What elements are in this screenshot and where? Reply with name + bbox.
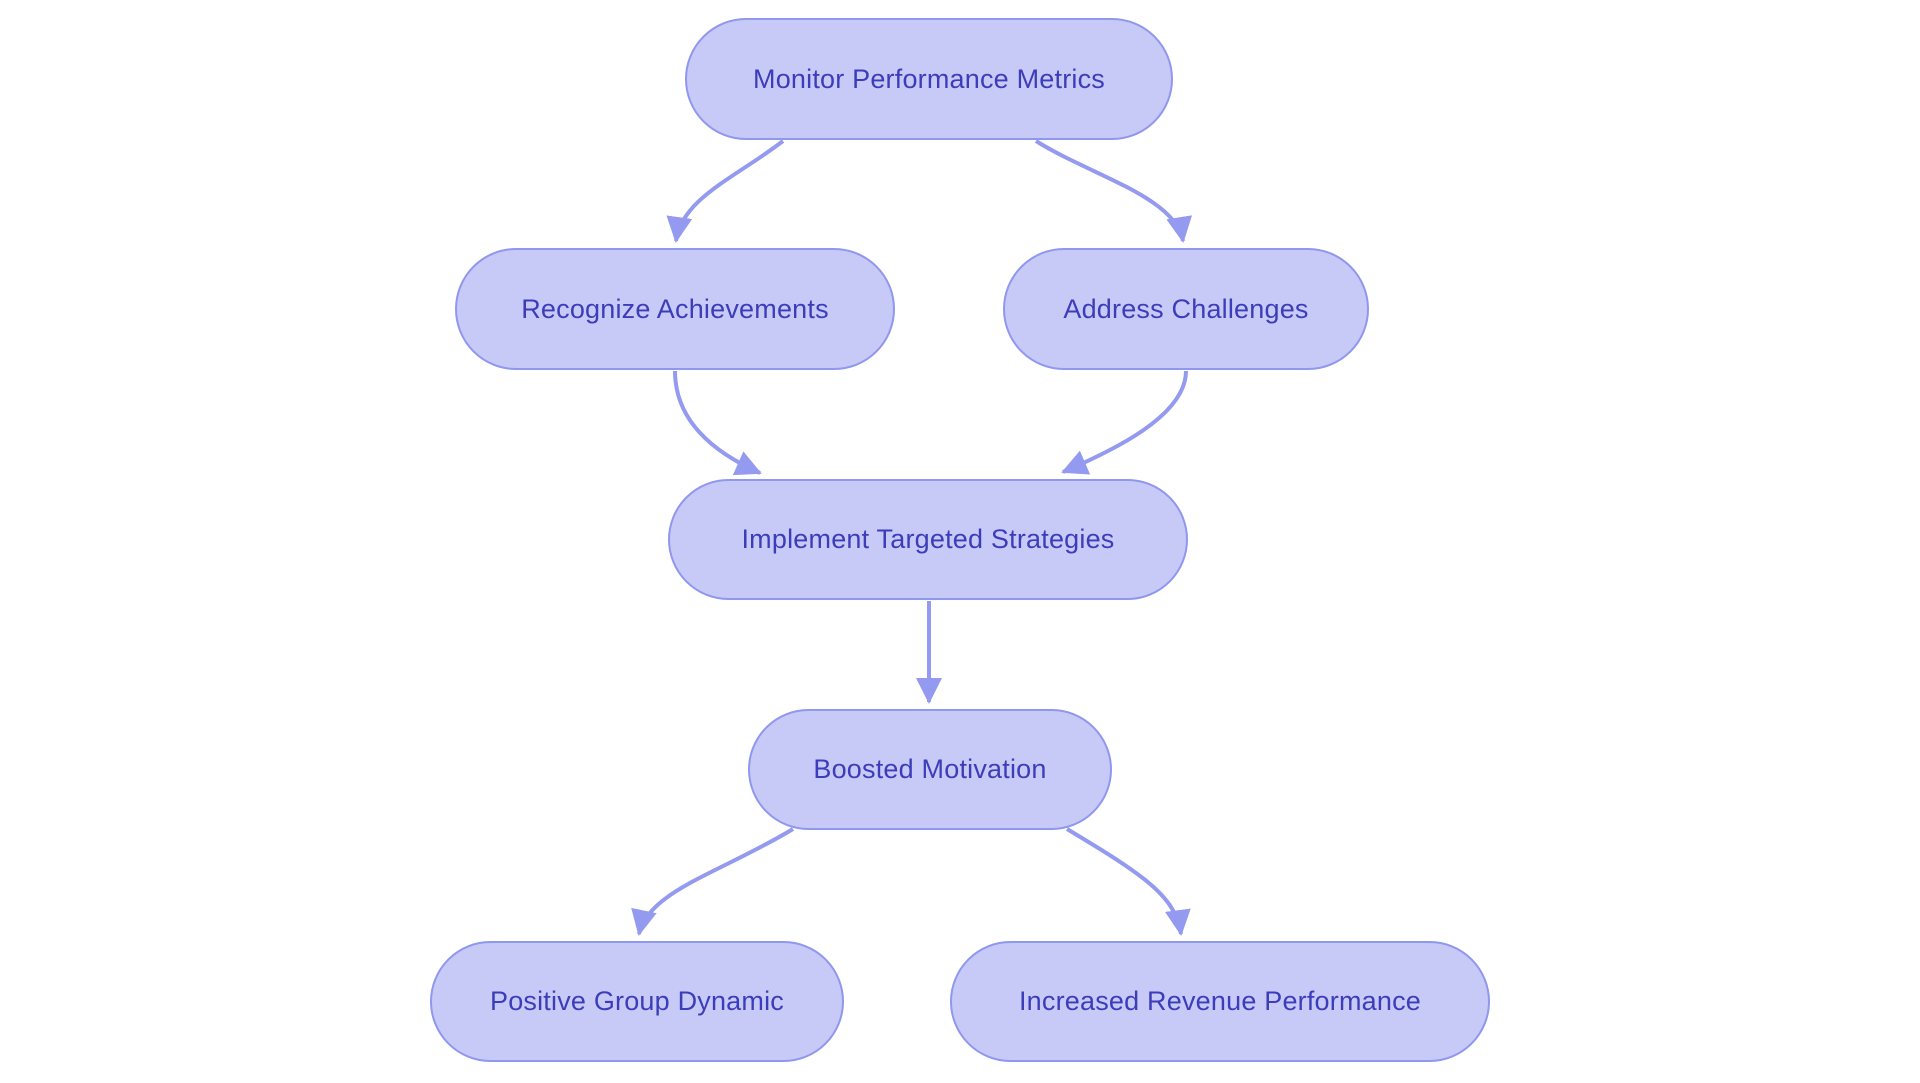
node-recognize-achievements: Recognize Achievements [455,248,895,370]
node-label: Recognize Achievements [521,293,829,324]
edge-recognize-to-implement [673,370,762,476]
node-label: Boosted Motivation [813,754,1047,784]
node-monitor-performance-metrics: Monitor Performance Metrics [685,18,1173,140]
node-label: Address Challenges [1063,293,1309,324]
node-positive-group-dynamic: Positive Group Dynamic [430,941,844,1062]
node-label: Implement Targeted Strategies [741,524,1115,554]
edge-monitor-to-recognize [666,139,785,243]
node-implement-targeted-strategies: Implement Targeted Strategies [668,479,1188,600]
node-address-challenges: Address Challenges [1003,248,1369,370]
node-label: Increased Revenue Performance [1018,986,1422,1016]
edge-boosted-to-positive [631,827,795,936]
edge-address-to-implement [1061,370,1188,475]
edge-monitor-to-address [1034,139,1193,243]
node-boosted-motivation: Boosted Motivation [748,709,1112,830]
node-label: Monitor Performance Metrics [753,63,1105,94]
node-label: Positive Group Dynamic [489,986,784,1016]
edge-boosted-to-increased [1065,827,1191,936]
node-increased-revenue-performance: Increased Revenue Performance [950,941,1490,1062]
